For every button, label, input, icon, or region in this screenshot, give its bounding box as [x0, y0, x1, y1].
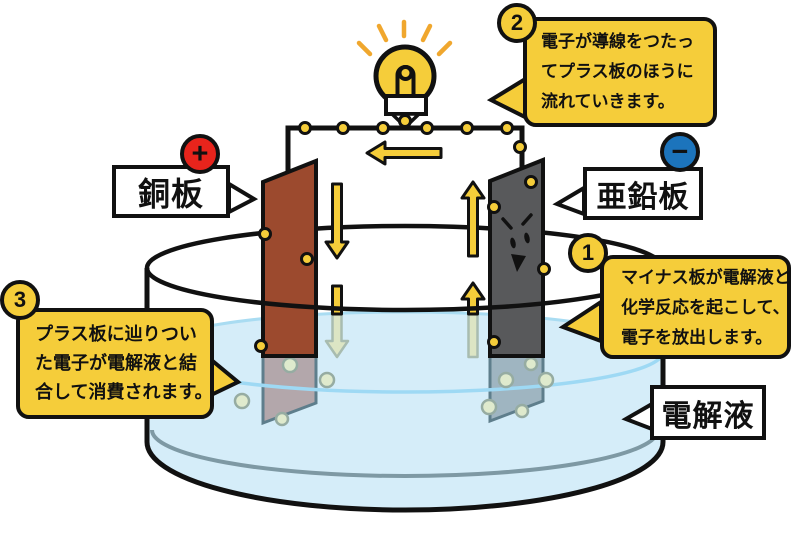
current-left-arrow [365, 140, 443, 166]
face-left-eye [510, 237, 516, 249]
beaker-rim-front [144, 267, 666, 313]
callout-line: マイナス板が電解液と [621, 268, 791, 287]
beaker-inner-bottom [150, 429, 660, 478]
beaker-rim-back [144, 223, 666, 269]
electron-dots-wire [298, 114, 527, 154]
callout-electron-consumed: プラス板に辿りつい た電子が電解液と結 合して消費されます。 [16, 308, 214, 419]
electron-up-arrow [460, 180, 486, 258]
face-right-eye [524, 232, 530, 244]
copper-label-tail [227, 180, 259, 216]
callout-line: 合して消費されます。 [35, 382, 213, 402]
callout-line: てプラス板のほうに [541, 62, 694, 81]
callout-line: 流れていきます。 [541, 92, 675, 111]
face-left-brow [501, 217, 513, 230]
bulb-rays [356, 19, 453, 57]
zinc-plate-face [501, 213, 533, 272]
callout-line: 電子が導線をつたっ [541, 32, 694, 51]
callout-2-tail [486, 74, 529, 122]
electron-dots-plates [254, 175, 551, 353]
callout-line: 電子を放出します。 [621, 328, 773, 347]
plus-terminal-icon: + [180, 134, 220, 174]
callout-electron-flow: 電子が導線をつたっ てプラス板のほうに 流れていきます。 [523, 17, 717, 127]
bulb-filament-tip [397, 65, 414, 81]
copper-plate-label: 銅板 [112, 165, 230, 218]
callout-electron-release: マイナス板が電解液と 化学反応を起こして、 電子を放出します。 [600, 255, 791, 359]
callout-line: プラス板に辿りつい [35, 324, 197, 344]
callout-number-1: 1 [568, 233, 608, 273]
face-beak [511, 254, 526, 272]
callout-number-3: 3 [0, 280, 40, 320]
zinc-plate-label: 亜鉛板 [583, 167, 703, 220]
bulb-socket [384, 94, 428, 116]
gas-bubbles [233, 356, 555, 427]
electrolyte-label: 電解液 [650, 385, 766, 440]
callout-line: 化学反応を起こして、 [621, 298, 790, 317]
beaker-body-outline [144, 268, 666, 513]
electron-down-arrow [324, 182, 350, 260]
callout-number-2: 2 [497, 3, 537, 43]
electrolyte-liquid [147, 312, 663, 510]
electron-down-arrow-top [331, 284, 343, 316]
face-right-brow [521, 213, 533, 226]
minus-terminal-icon: − [660, 132, 700, 172]
zinc-label-tail [552, 184, 586, 217]
callout-line: た電子が電解液と結 [35, 353, 197, 373]
